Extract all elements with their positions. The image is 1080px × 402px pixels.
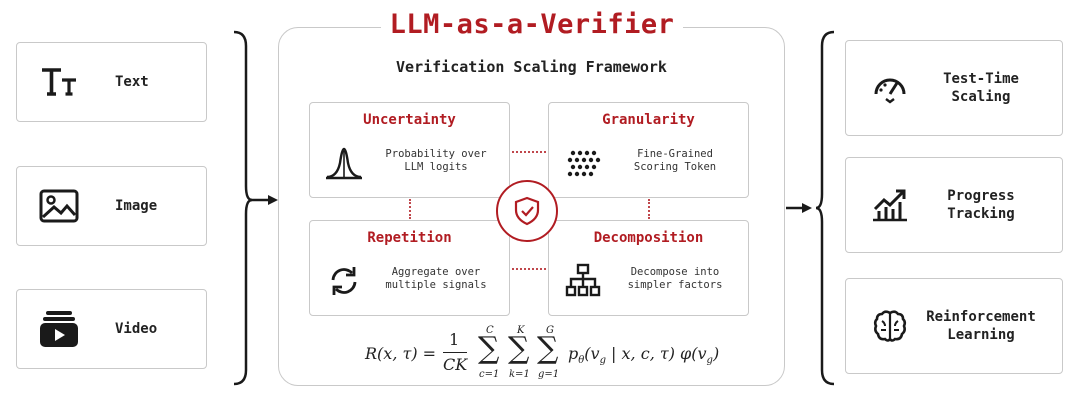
input-image-label: Image	[115, 198, 158, 214]
formula-sum3: ∑	[537, 331, 559, 366]
module-decomposition-desc: Decompose into simpler factors	[627, 266, 723, 291]
formula-numerator: 1	[449, 330, 460, 349]
scoring-formula: R(x, τ) = 1 CK C ∑ c=1 K ∑ k=1 G ∑ g=1 p…	[365, 325, 745, 382]
formula-sum2: ∑	[508, 331, 530, 366]
brain-icon	[870, 306, 910, 346]
module-uncertainty-desc: Probability over LLM logits	[385, 148, 487, 173]
module-repetition-title: Repetition	[367, 230, 452, 246]
formula-sum2-bottom: k=1	[509, 369, 530, 380]
framework-subtitle: Verification Scaling Framework	[396, 58, 667, 76]
shield-check-icon	[514, 196, 540, 226]
text-size-icon	[37, 60, 81, 104]
right-bracket-arrow	[786, 30, 835, 386]
module-decomposition: Decomposition Decompose into simpler fac…	[548, 220, 749, 316]
module-granularity-desc: Fine-Grained Scoring Token	[633, 148, 717, 173]
module-repetition: Repetition Aggregate over multiple signa…	[309, 220, 510, 316]
module-uncertainty-title: Uncertainty	[363, 112, 456, 128]
video-icon	[37, 307, 81, 351]
formula-sum2-top: K	[517, 325, 525, 336]
hierarchy-icon	[563, 261, 603, 301]
formula-fraction-bar	[443, 352, 467, 353]
repeat-icon	[324, 261, 364, 301]
module-repetition-desc: Aggregate over multiple signals	[385, 266, 487, 291]
formula-sum3-bottom: g=1	[538, 369, 560, 380]
growth-chart-icon	[870, 185, 910, 225]
output-progress-tracking-label: Progress Tracking	[947, 188, 1015, 222]
input-video-card: Video	[16, 289, 207, 369]
input-video-label: Video	[115, 321, 158, 337]
output-progress-tracking: Progress Tracking	[845, 157, 1063, 253]
output-reinforcement-learning-label: Reinforcement Learning	[926, 309, 1036, 343]
input-text-card: Text	[16, 42, 207, 122]
formula-sum1-bottom: c=1	[479, 369, 500, 380]
output-reinforcement-learning: Reinforcement Learning	[845, 278, 1063, 374]
connector-top	[512, 151, 546, 153]
module-decomposition-title: Decomposition	[593, 230, 704, 246]
speedometer-icon	[870, 68, 910, 108]
formula-sum1-top: C	[486, 325, 494, 336]
module-uncertainty: Uncertainty Probability over LLM logits	[309, 102, 510, 198]
formula-lhs: R(x, τ) =	[365, 344, 437, 363]
output-test-time-scaling: Test-Time Scaling	[845, 40, 1063, 136]
verifier-center	[496, 180, 558, 242]
connector-right	[648, 199, 650, 219]
formula-sum3-top: G	[546, 325, 554, 336]
left-bracket-arrow	[233, 30, 278, 386]
input-text-label: Text	[115, 74, 149, 90]
module-granularity-title: Granularity	[602, 112, 695, 128]
connector-left	[409, 199, 411, 219]
bell-curve-icon	[324, 143, 364, 183]
output-test-time-scaling-label: Test-Time Scaling	[943, 71, 1019, 105]
input-image-card: Image	[16, 166, 207, 246]
module-granularity: Granularity Fine-Grained Scoring Token	[548, 102, 749, 198]
formula-sum1: ∑	[478, 331, 500, 366]
page-title: LLM-as-a-Verifier	[381, 6, 683, 44]
dot-grid-icon	[563, 143, 603, 183]
connector-bottom	[512, 268, 546, 270]
image-icon	[37, 184, 81, 228]
formula-denominator: CK	[443, 355, 468, 374]
formula-body: pθ(vg | x, c, τ) φ(vg)	[568, 344, 720, 367]
